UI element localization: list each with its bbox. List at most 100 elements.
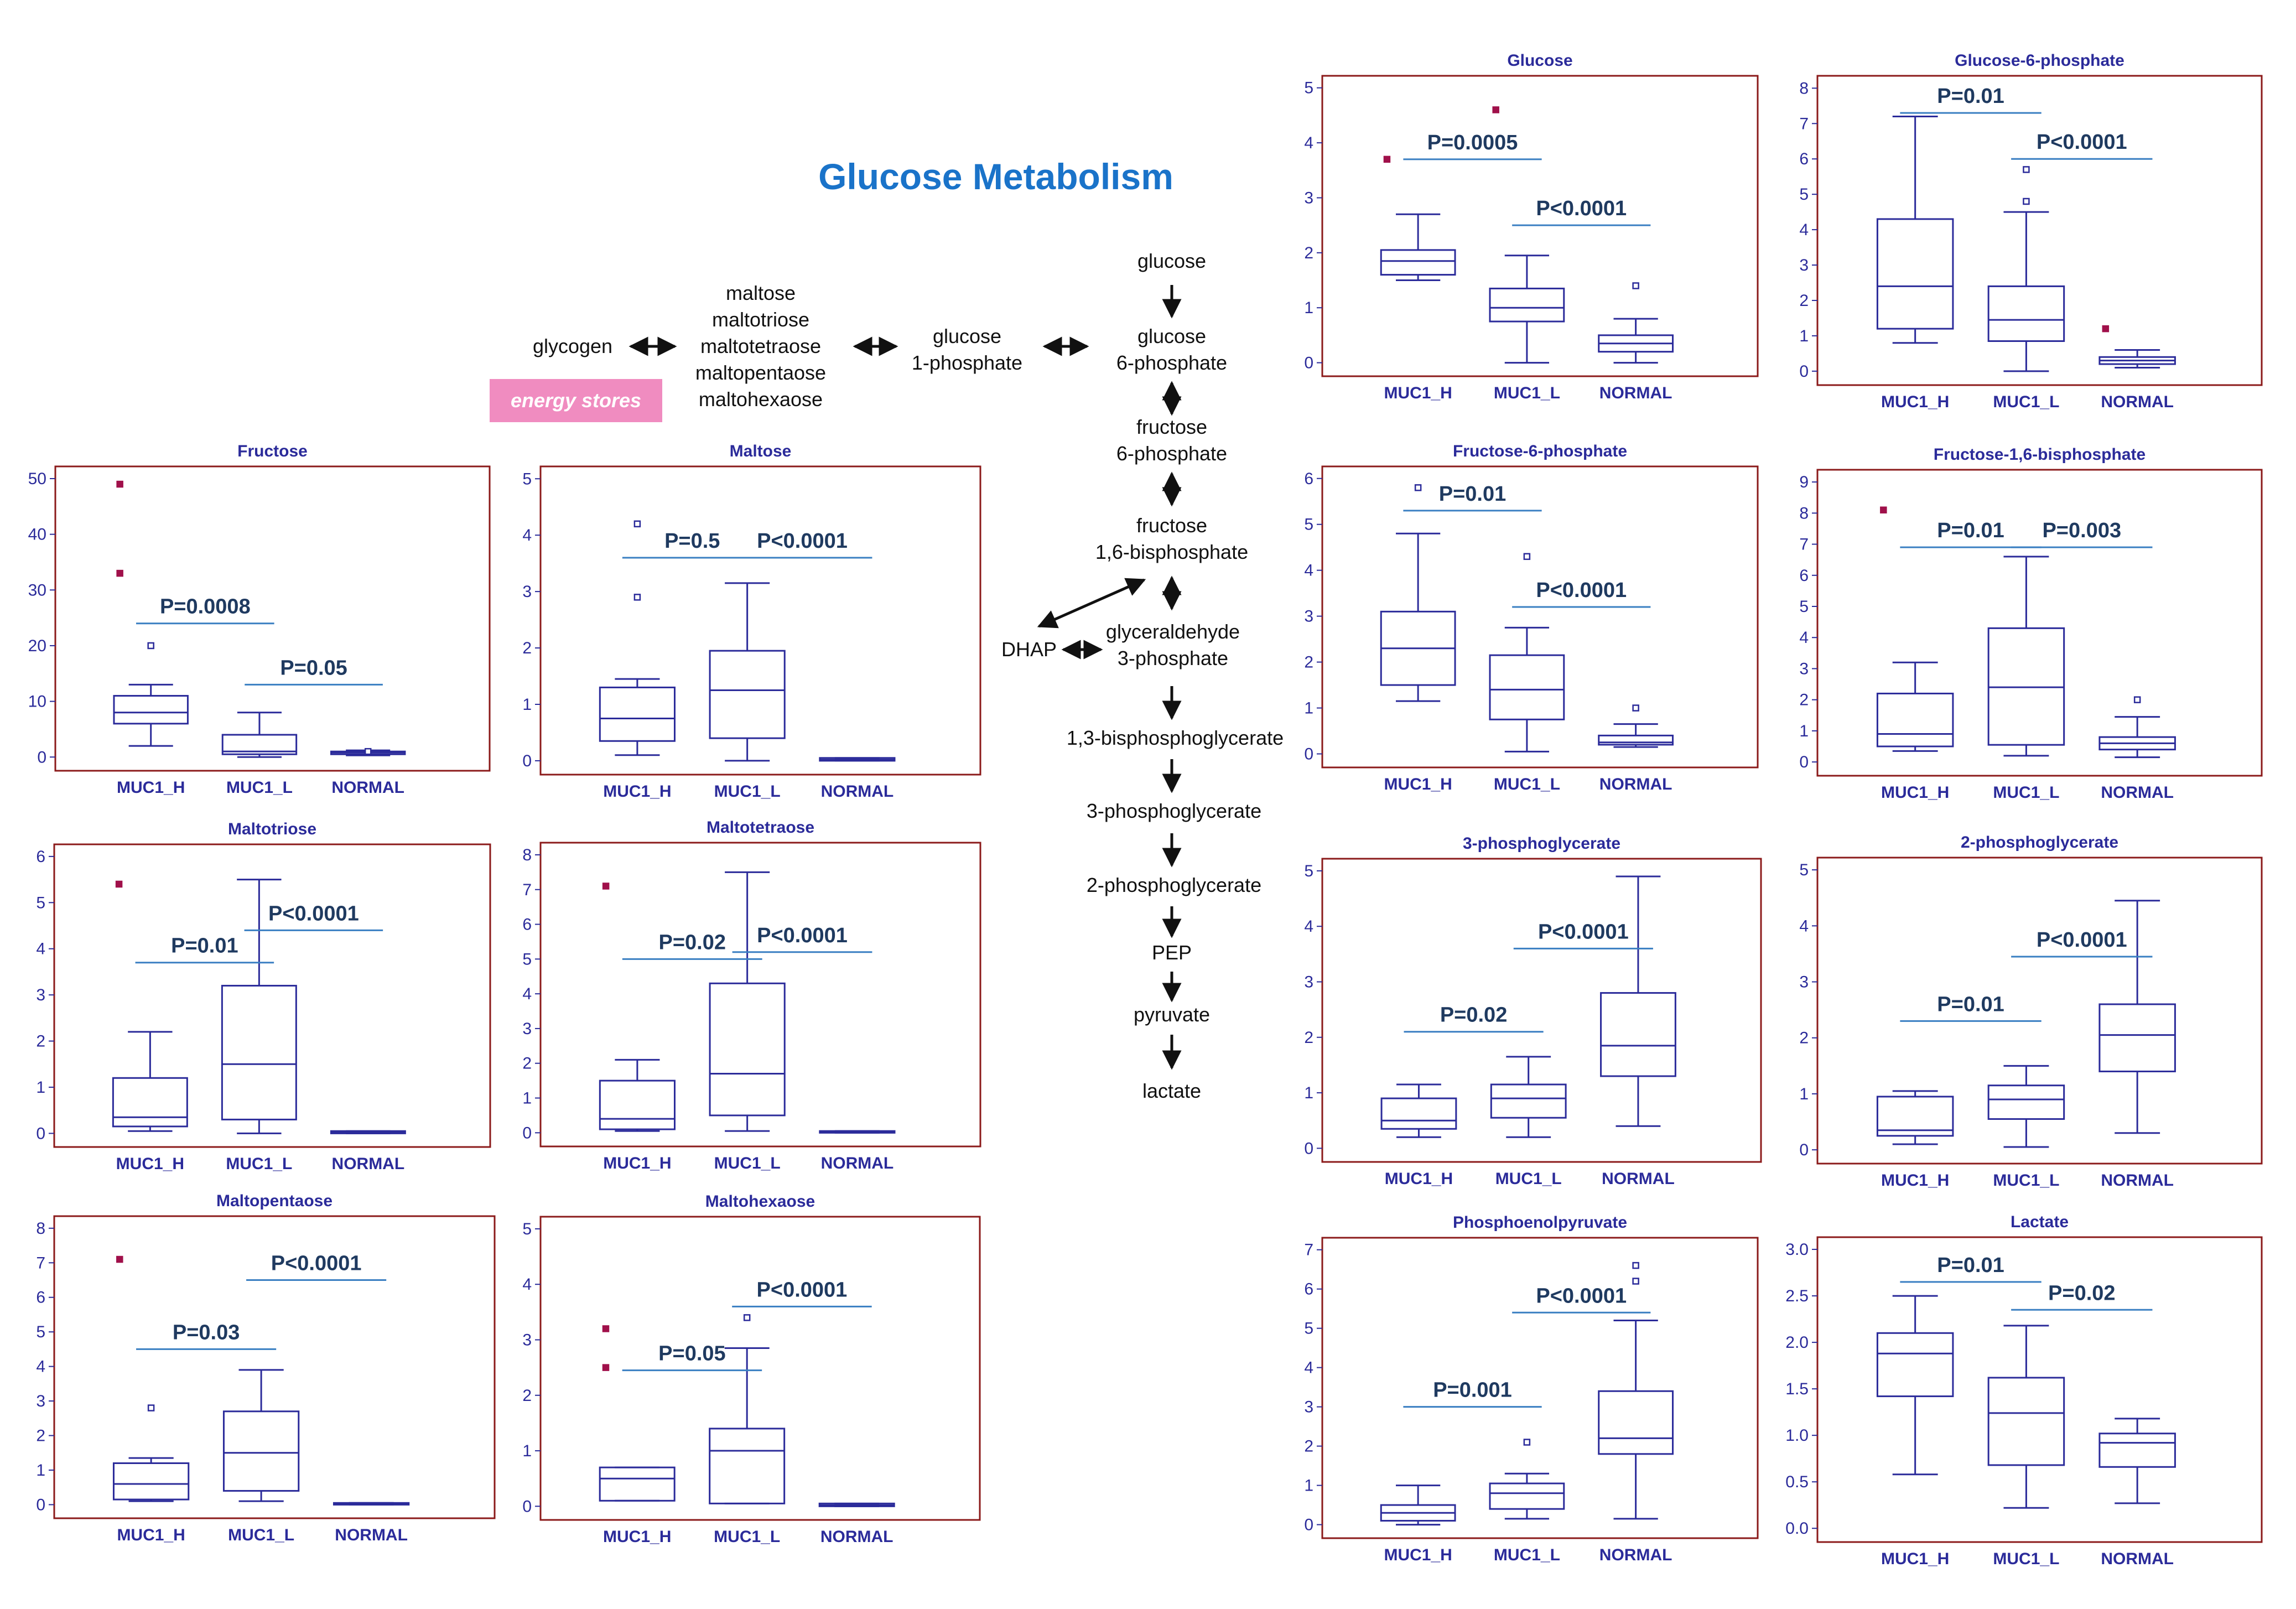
y-tick-label: 9 xyxy=(1799,473,1809,491)
box-normal xyxy=(2098,900,2176,1134)
x-category-label: NORMAL xyxy=(332,1155,405,1173)
y-tick-label: 6 xyxy=(36,1289,45,1307)
box-muc1-l xyxy=(1490,1056,1567,1138)
iqr-box xyxy=(2098,1003,2176,1072)
y-tick-label: 7 xyxy=(36,1254,45,1272)
y-tick-label: 4 xyxy=(522,1275,532,1294)
fructose-16bp-line2: 1,6-bisphosphate xyxy=(1095,541,1248,563)
outlier-point xyxy=(602,1364,610,1371)
pvalue-label: P=0.01 xyxy=(171,935,238,958)
box-muc1-h xyxy=(1380,213,1456,282)
y-tick-label: 1.5 xyxy=(1785,1380,1809,1398)
y-tick-label: 1.0 xyxy=(1785,1426,1809,1445)
iqr-box xyxy=(1600,992,1676,1077)
y-tick-label: 1 xyxy=(1304,1084,1313,1102)
y-tick-label: 1 xyxy=(1304,299,1313,317)
iqr-box xyxy=(1876,1332,1954,1398)
y-tick-label: 2 xyxy=(1799,691,1809,709)
box-muc1-h xyxy=(113,683,189,747)
figure-title: Glucose Metabolism xyxy=(818,156,1173,197)
glucose-6p-line1: glucose xyxy=(1137,325,1206,347)
box-normal xyxy=(1598,318,1674,364)
plot-frame xyxy=(539,1216,981,1521)
x-category-label: NORMAL xyxy=(2101,783,2174,802)
pvalue-label: P<0.0001 xyxy=(757,530,848,553)
x-category-label: MUC1_L xyxy=(1494,775,1560,793)
outlier-point xyxy=(364,748,372,755)
y-tick-label: 0 xyxy=(1304,1139,1313,1158)
x-category-label: MUC1_H xyxy=(1384,384,1452,402)
box-normal xyxy=(333,1502,410,1506)
y-tick-label: 1 xyxy=(1304,1477,1313,1495)
y-tick-label: 3 xyxy=(522,583,532,601)
y-tick-label: 0 xyxy=(36,1496,45,1514)
pvalue-label: P<0.0001 xyxy=(1536,197,1627,220)
y-tick-label: 6 xyxy=(1799,567,1809,585)
box-normal xyxy=(2098,1418,2176,1504)
x-category-label: MUC1_L xyxy=(714,1528,780,1546)
iqr-box xyxy=(1490,1083,1567,1119)
y-tick-label: 3 xyxy=(1799,660,1809,678)
x-category-label: NORMAL xyxy=(2101,1171,2174,1190)
plot-frame xyxy=(53,843,491,1148)
pvalue-label: P=0.01 xyxy=(1937,85,2004,108)
plot-frame xyxy=(539,465,981,776)
y-tick-label: 3 xyxy=(1799,973,1809,992)
x-category-label: MUC1_H xyxy=(117,778,185,797)
outlier-point xyxy=(116,1255,123,1263)
x-category-label: MUC1_L xyxy=(1495,1170,1562,1188)
outlier-point xyxy=(2102,325,2110,333)
box-muc1-l xyxy=(709,582,786,762)
x-category-label: MUC1_H xyxy=(1881,1550,1949,1568)
chart-title: Phosphoenolpyruvate xyxy=(1453,1213,1627,1232)
x-category-label: NORMAL xyxy=(335,1526,408,1544)
y-tick-label: 3 xyxy=(36,986,45,1004)
y-tick-label: 1 xyxy=(36,1078,45,1097)
y-tick-label: 30 xyxy=(28,581,46,599)
outlier-point xyxy=(2023,198,2030,205)
iqr-box xyxy=(1876,692,1954,748)
pvalue-label: P=0.01 xyxy=(1937,1254,2004,1277)
y-tick-label: 5 xyxy=(36,894,45,912)
y-tick-label: 0.5 xyxy=(1785,1473,1809,1491)
outlier-point xyxy=(743,1314,751,1321)
pvalue-label: P<0.0001 xyxy=(757,924,848,947)
box-muc1-h xyxy=(1876,116,1954,344)
box-muc1-h xyxy=(112,1031,188,1132)
plot-frame xyxy=(1816,857,2263,1165)
plot-frame xyxy=(1321,465,1759,769)
outlier-point xyxy=(1414,484,1422,491)
y-tick-label: 4 xyxy=(522,985,532,1003)
y-tick-label: 5 xyxy=(36,1323,45,1341)
iqr-box xyxy=(599,1466,676,1502)
pvalue-label: P=0.01 xyxy=(1439,482,1507,506)
y-tick-label: 0 xyxy=(36,1124,45,1143)
iqr-box xyxy=(1876,1096,1954,1137)
pvalue-label: P<0.0001 xyxy=(268,902,359,925)
y-tick-label: 0 xyxy=(1304,745,1313,764)
y-tick-label: 7 xyxy=(1304,1241,1313,1259)
chart-title: Fructose xyxy=(237,442,308,460)
oligo-maltotriose: maltotriose xyxy=(712,308,809,331)
pvalue-label: P<0.0001 xyxy=(1536,579,1627,602)
y-tick-label: 20 xyxy=(28,637,46,655)
y-tick-label: 3 xyxy=(1304,1398,1313,1416)
x-category-label: MUC1_H xyxy=(1881,1171,1949,1190)
pvalue-label: P=0.001 xyxy=(1433,1379,1512,1402)
y-tick-label: 2 xyxy=(1304,653,1313,672)
plot-frame xyxy=(54,465,491,772)
bpg13-label: 1,3-bisphosphoglycerate xyxy=(1067,726,1284,749)
iqr-box xyxy=(709,650,786,739)
y-tick-label: 1 xyxy=(1799,722,1809,740)
y-tick-label: 6 xyxy=(1799,150,1809,168)
box-muc1-h xyxy=(599,1058,676,1132)
box-normal xyxy=(1598,1319,1674,1520)
